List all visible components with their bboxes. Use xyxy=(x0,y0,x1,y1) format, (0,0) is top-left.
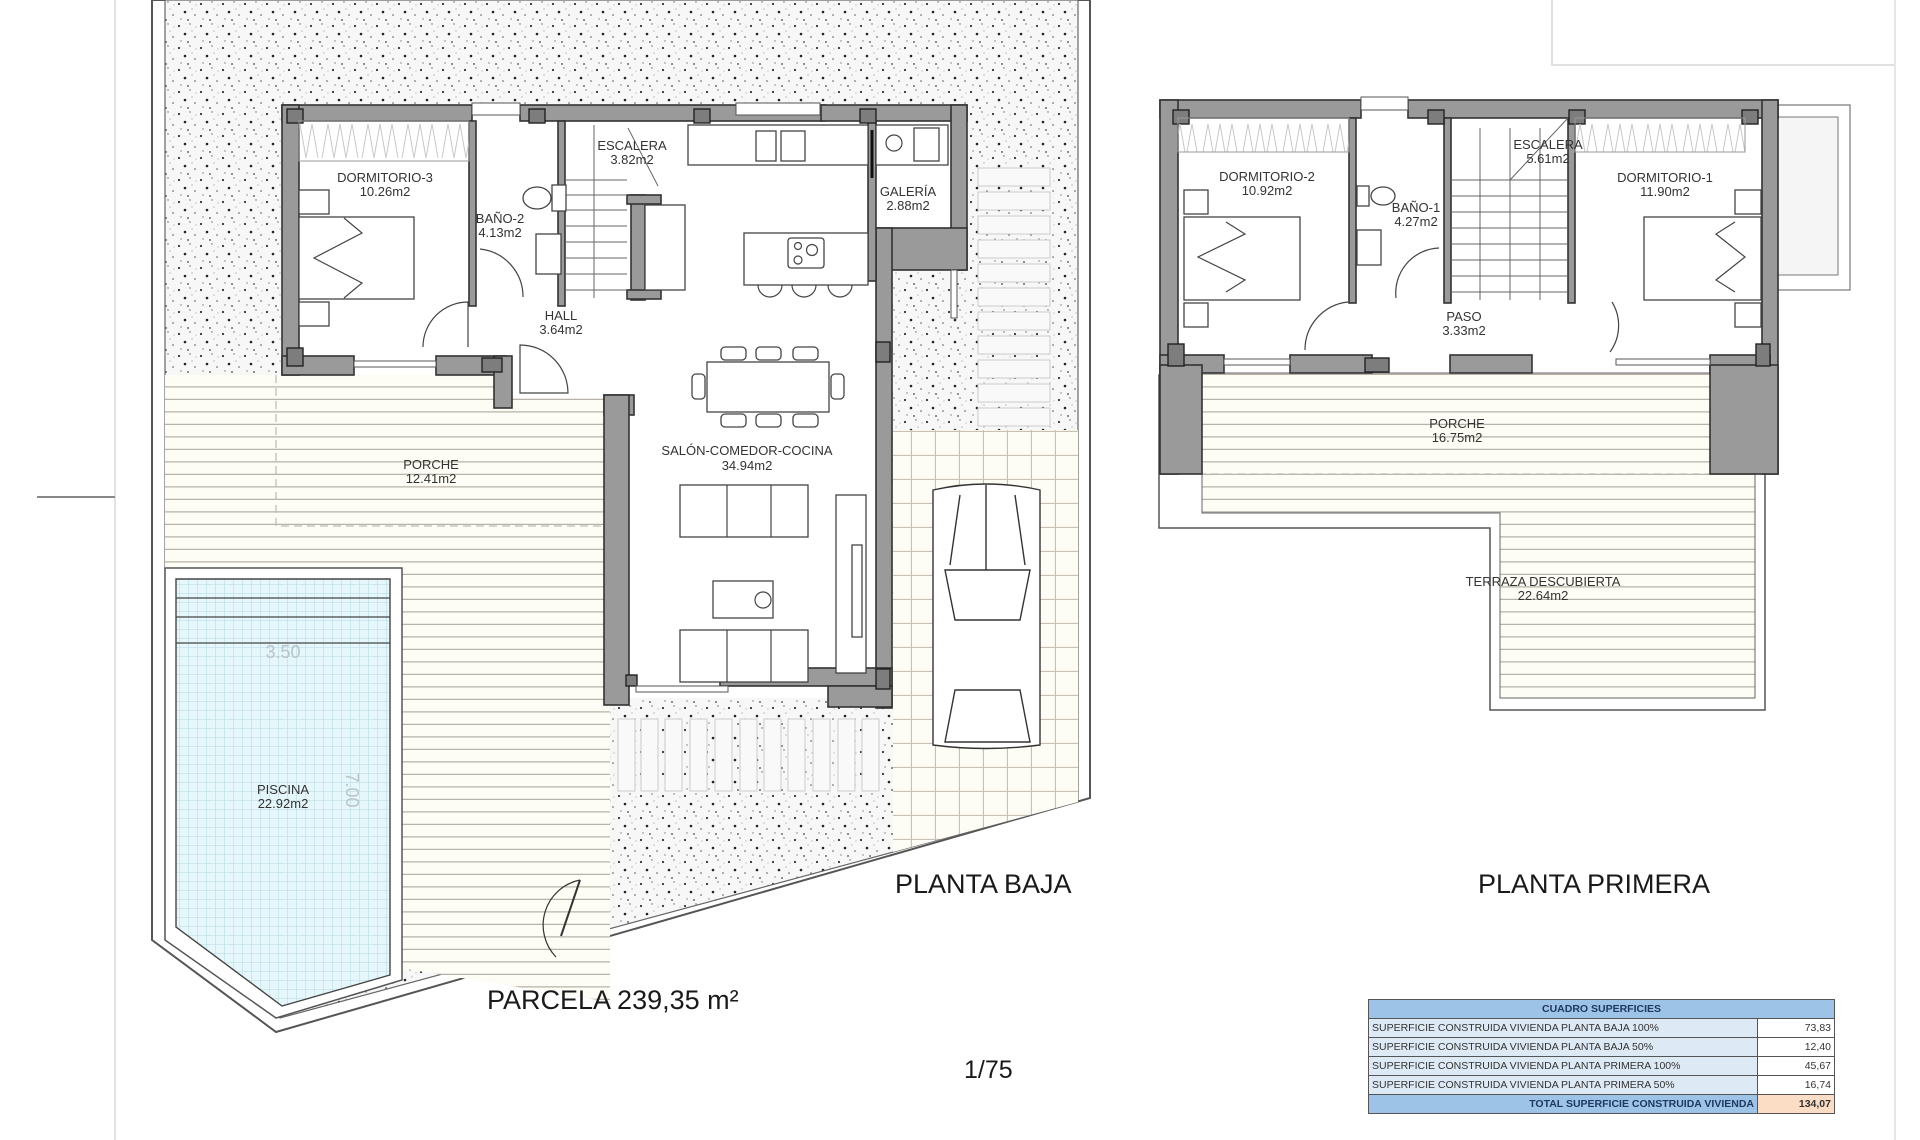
room-area: 3.82m2 xyxy=(610,152,653,167)
room-area: 4.27m2 xyxy=(1394,214,1437,229)
room-area: 22.64m2 xyxy=(1518,588,1569,603)
first-floor-labels: DORMITORIO-2 10.92m2 BAÑO-1 4.27m2 ESCAL… xyxy=(1219,137,1713,603)
table-total-row: TOTAL SUPERFICIE CONSTRUIDA VIVIENDA 134… xyxy=(1368,1094,1835,1114)
room-area: 2.88m2 xyxy=(886,198,929,213)
table-title: CUADRO SUPERFICIES xyxy=(1368,999,1835,1019)
room-name: PISCINA xyxy=(257,782,309,797)
bed-icon xyxy=(1183,189,1301,328)
table-row: SUPERFICIE CONSTRUIDA VIVIENDA PLANTA BA… xyxy=(1368,1037,1835,1057)
room-area: 3.64m2 xyxy=(539,322,582,337)
ground-floor-labels: DORMITORIO-3 10.26m2 BAÑO-2 4.13m2 ESCAL… xyxy=(257,138,937,811)
kitchen-fixtures xyxy=(644,124,869,298)
ground-floor-plan: 3.50 7.00 xyxy=(151,0,1091,1034)
bed-icon xyxy=(1643,189,1762,328)
room-name: SALÓN-COMEDOR-COCINA xyxy=(661,443,833,458)
room-name: ESCALERA xyxy=(1513,137,1583,152)
sheet-frame xyxy=(37,0,1896,1140)
room-name: DORMITORIO-1 xyxy=(1617,170,1713,185)
room-area: 22.92m2 xyxy=(258,796,309,811)
room-area: 10.26m2 xyxy=(360,184,411,199)
room-name: PORCHE xyxy=(403,457,459,472)
room-area: 34.94m2 xyxy=(722,458,773,473)
toilet-icon xyxy=(522,184,567,275)
room-name: PASO xyxy=(1446,309,1481,324)
pool-width-dimension: 3.50 xyxy=(265,642,300,662)
dining-table-icon xyxy=(691,346,845,428)
room-name: TERRAZA DESCUBIERTA xyxy=(1466,574,1621,589)
sofa-icon xyxy=(679,484,867,683)
room-name: GALERÍA xyxy=(880,184,937,199)
room-name: DORMITORIO-3 xyxy=(337,170,433,185)
pool xyxy=(175,578,391,1007)
pool-length-dimension: 7.00 xyxy=(342,772,362,807)
table-row: SUPERFICIE CONSTRUIDA VIVIENDA PLANTA BA… xyxy=(1368,1018,1835,1038)
room-name: PORCHE xyxy=(1429,416,1485,431)
scale-label: 1/75 xyxy=(964,1056,1013,1084)
room-area: 16.75m2 xyxy=(1432,430,1483,445)
car-icon xyxy=(932,483,1041,750)
room-area: 12.41m2 xyxy=(406,471,457,486)
room-name: BAÑO-1 xyxy=(1392,200,1440,215)
room-area: 3.33m2 xyxy=(1442,323,1485,338)
table-row: SUPERFICIE CONSTRUIDA VIVIENDA PLANTA PR… xyxy=(1368,1075,1835,1095)
room-name: ESCALERA xyxy=(597,138,667,153)
first-floor-plan: DORMITORIO-2 10.92m2 BAÑO-1 4.27m2 ESCAL… xyxy=(1158,96,1851,711)
room-name: BAÑO-2 xyxy=(476,211,524,226)
bed-icon xyxy=(298,189,415,327)
ground-floor-title: PLANTA BAJA xyxy=(895,869,1072,899)
room-name: HALL xyxy=(545,308,578,323)
plot-area-label: PARCELA 239,35 m² xyxy=(487,985,739,1015)
room-area: 11.90m2 xyxy=(1640,184,1690,199)
table-row: SUPERFICIE CONSTRUIDA VIVIENDA PLANTA PR… xyxy=(1368,1056,1835,1076)
room-area: 5.61m2 xyxy=(1526,151,1569,166)
room-area: 10.92m2 xyxy=(1242,183,1293,198)
room-area: 4.13m2 xyxy=(478,225,521,240)
first-floor-walls xyxy=(1159,99,1779,475)
room-name: DORMITORIO-2 xyxy=(1219,169,1315,184)
area-summary-table: CUADRO SUPERFICIES SUPERFICIE CONSTRUIDA… xyxy=(1368,999,1835,1114)
first-floor-title: PLANTA PRIMERA xyxy=(1478,869,1710,899)
